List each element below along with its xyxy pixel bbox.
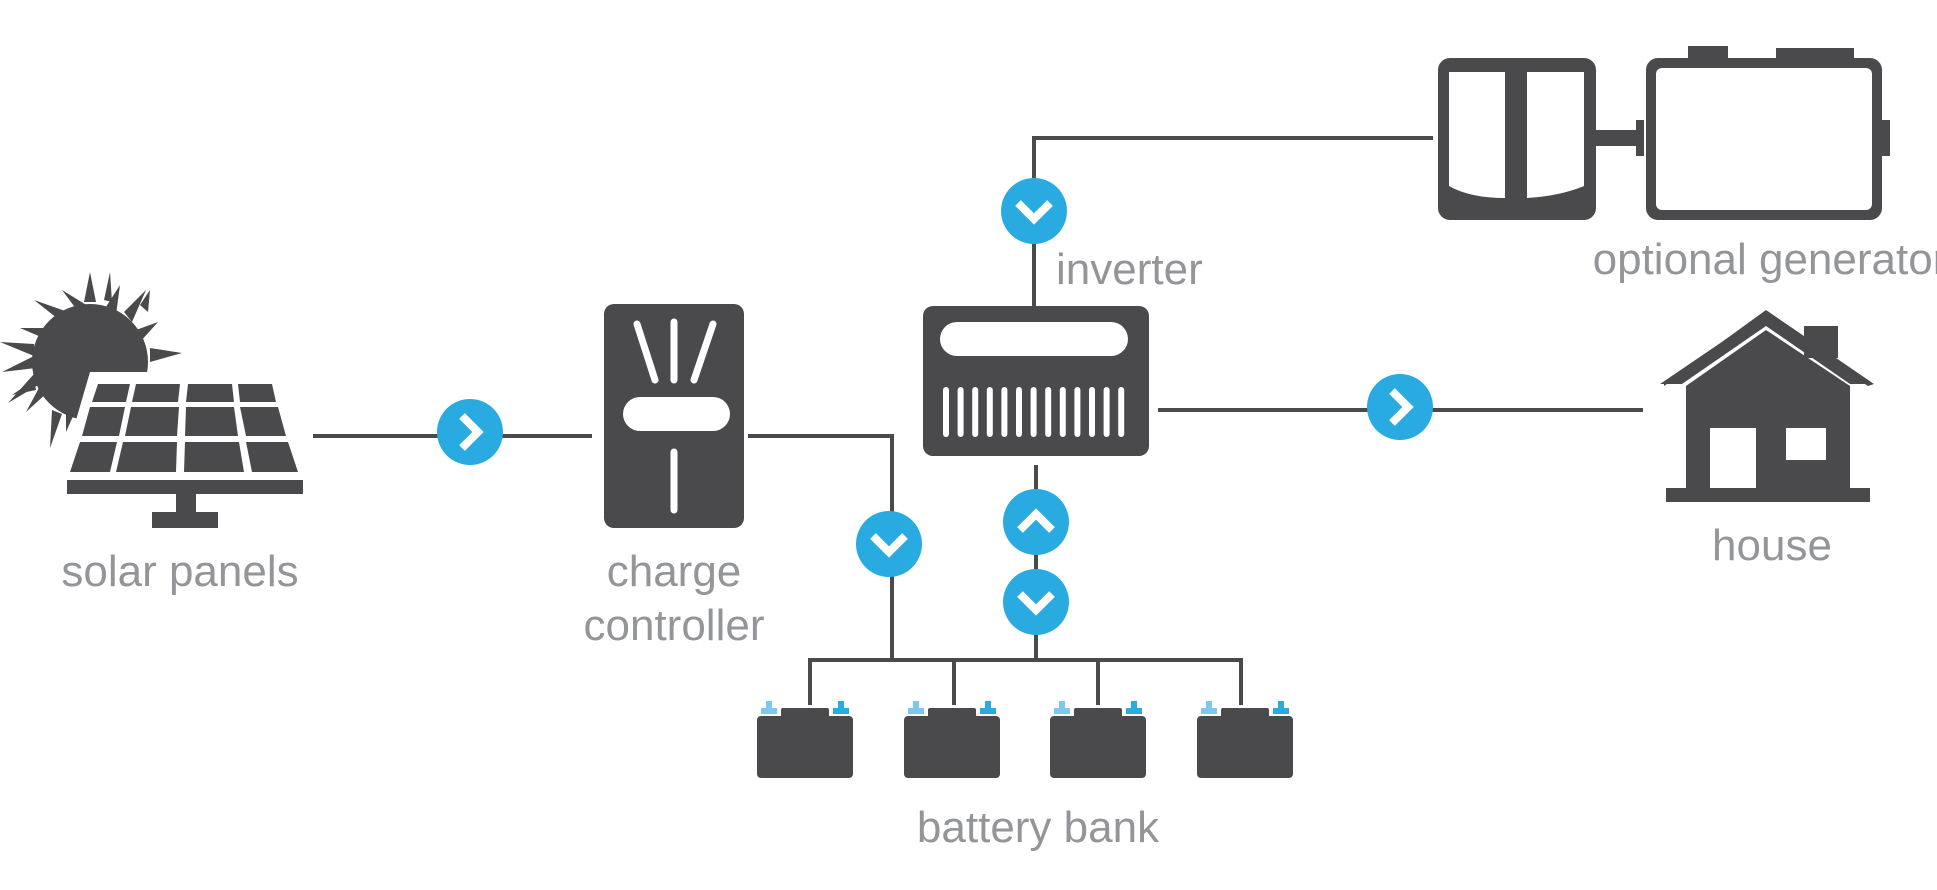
battery-bank-label: battery bank: [917, 803, 1160, 852]
arrow-down-icon: [1003, 569, 1069, 635]
optional-generator-label: optional generator: [1593, 235, 1937, 284]
line-generator-to-inverter: [1032, 136, 1433, 306]
inverter-icon: [923, 306, 1149, 456]
inverter-label: inverter: [1056, 245, 1203, 294]
panel-foot: [152, 512, 218, 528]
house-label: house: [1712, 521, 1832, 570]
battery-icon: [1050, 701, 1146, 778]
panel-post: [176, 494, 196, 512]
flow-arrows: [437, 178, 1433, 635]
arrow-right-icon: [1367, 374, 1433, 440]
battery-icon: [757, 701, 853, 778]
arrow-right-icon: [437, 399, 503, 465]
battery-bank-icon: [757, 701, 1293, 778]
battery-icon: [1197, 701, 1293, 778]
arrow-down-icon: [856, 511, 922, 577]
panel-cells: [70, 384, 298, 472]
line-controller-to-battery: [748, 434, 894, 660]
charge-controller-label-line2: controller: [584, 601, 765, 650]
arrow-up-icon: [1003, 489, 1069, 555]
battery-icon: [904, 701, 1000, 778]
panel-base: [67, 480, 303, 494]
generator-icon: [1438, 46, 1890, 220]
charge-controller-icon: [604, 304, 744, 528]
charge-controller-label-line1: charge: [607, 547, 742, 596]
arrow-down-icon: [1001, 178, 1067, 244]
house-icon: [1660, 310, 1874, 502]
solar-panels-label: solar panels: [61, 547, 298, 596]
solar-panel-icon: [0, 272, 306, 528]
